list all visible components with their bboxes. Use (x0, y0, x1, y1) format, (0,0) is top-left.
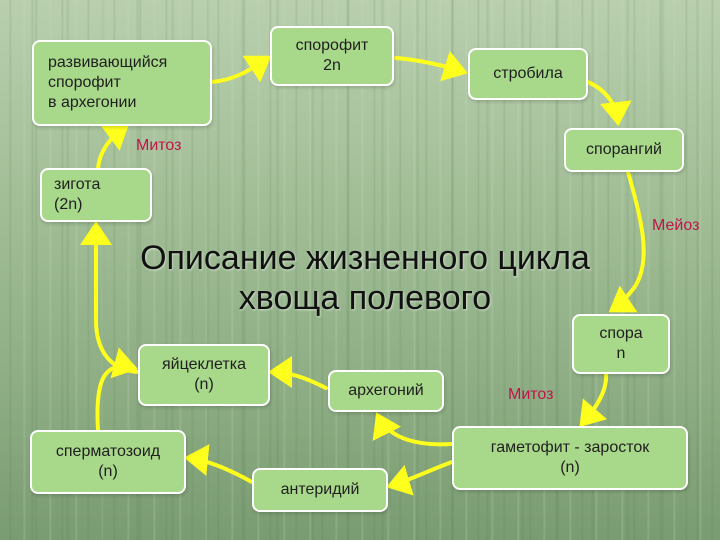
node-zygote: зигота (2n) (40, 168, 152, 222)
arrow-developing-to-sporophyte (210, 55, 272, 84)
node-zygote-line2: (2n) (54, 196, 83, 213)
arrow-sporangium-to-spore (608, 170, 646, 313)
node-sporangium: спорангий (564, 128, 684, 172)
node-zygote-line1: зигота (54, 176, 101, 193)
node-gametophyte-line1: гаметофит - заросток (490, 439, 650, 456)
label-mitosis-bottom: Митоз (508, 386, 554, 403)
node-gametophyte-line2: (n) (560, 459, 580, 476)
node-egg-cell: яйцеклетка (n) (138, 344, 270, 406)
node-archegonium: архегоний (328, 370, 444, 412)
node-sporophyte-line2: 2n (323, 57, 341, 74)
node-strobila-label: стробила (493, 65, 563, 82)
arrow-egg-to-zygote (80, 221, 144, 374)
node-sporangium-label: спорангий (586, 141, 662, 158)
node-spore-line2: n (616, 345, 626, 362)
arrow-zygote-to-developing (96, 123, 130, 170)
node-egg-cell-line1: яйцеклетка (162, 356, 246, 373)
arrow-sperm-to-egg (95, 347, 138, 432)
diagram-title-line1: Описание жизненного цикла (140, 239, 590, 277)
node-sporophyte: спорофит 2n (270, 26, 394, 86)
arrow-archegonium-to-egg (268, 356, 328, 390)
node-developing-sporophyte-line2: спорофит (48, 74, 121, 91)
arrow-strobila-to-sporangium (586, 80, 632, 126)
label-meiosis: Мейоз (652, 217, 700, 234)
node-gametophyte: гаметофит - заросток (n) (452, 426, 688, 490)
arrow-sporophyte-to-strobila (394, 50, 468, 82)
node-sperm-line1: сперматозоид (55, 443, 161, 460)
node-sporophyte-line1: спорофит (295, 37, 369, 54)
node-antheridium-label: антеридий (280, 481, 360, 498)
node-antheridium: антеридий (252, 468, 388, 512)
node-spore: спора n (572, 314, 670, 374)
node-developing-sporophyte: развивающийся спорофит в архегонии (32, 40, 212, 126)
arrow-gametophyte-to-antheridium (386, 460, 454, 496)
node-archegonium-label: архегоний (348, 382, 424, 399)
node-developing-sporophyte-line3: в архегонии (48, 94, 137, 111)
label-mitosis-top: Митоз (136, 137, 182, 154)
arrow-spore-to-gametophyte (579, 370, 609, 428)
diagram-title: Описание жизненного цикла хвоща полевого (60, 238, 670, 318)
node-sperm: сперматозоид (n) (30, 430, 186, 494)
arrow-antheridium-to-sperm (184, 444, 254, 484)
node-developing-sporophyte-line1: развивающийся (48, 54, 168, 71)
diagram-title-line2: хвоща полевого (238, 279, 492, 317)
node-strobila: стробила (468, 48, 588, 100)
node-sperm-line2: (n) (98, 463, 118, 480)
node-egg-cell-line2: (n) (194, 376, 214, 393)
node-spore-line1: спора (599, 325, 643, 342)
arrow-gametophyte-to-archegonium (372, 412, 454, 447)
